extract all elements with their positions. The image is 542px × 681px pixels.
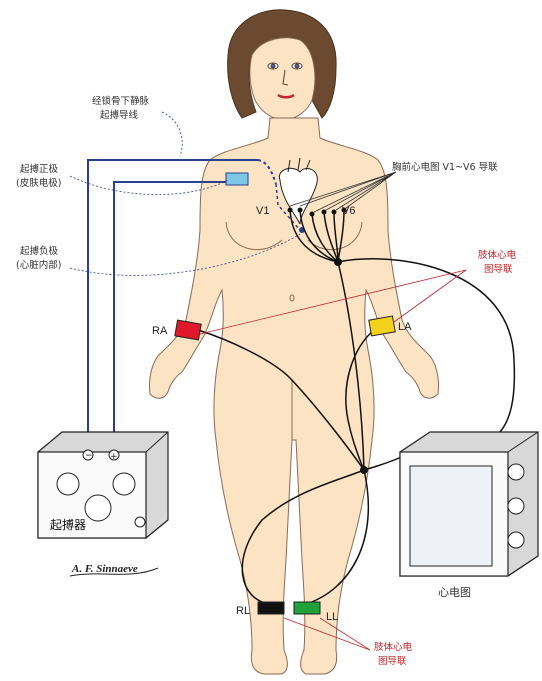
face [250, 38, 315, 120]
limb-leads-label-top-1: 肢体心电 [478, 249, 517, 261]
skin-electrode [226, 173, 248, 185]
ecg-machine [400, 432, 538, 576]
pacemaker-dial-3 [85, 495, 111, 521]
rl-band [258, 602, 284, 614]
limb-leads-label-top-2: 图导联 [484, 264, 513, 275]
chest-leads-label: 胸前心电图 V1~V6 导联 [392, 161, 498, 173]
wire-junction-top [334, 258, 342, 266]
subclavian-label-1: 经锁骨下静脉 [92, 95, 150, 107]
ecg-dial-3 [508, 532, 524, 548]
pacemaker-dial-2 [113, 473, 135, 495]
subclavian-label-2: 起搏导线 [100, 109, 139, 121]
power-icon [135, 517, 145, 527]
ll-band [294, 602, 320, 614]
positive-pole-label-1: 起搏正极 [20, 163, 59, 175]
signature: A. F. Sinnaeve [71, 563, 138, 575]
ecg-paper [410, 466, 492, 566]
human-body [150, 10, 439, 674]
negative-pole-label-1: 起搏负极 [20, 245, 59, 257]
pacemaker-dial-1 [57, 473, 79, 495]
pacemaker-device: − + 起搏器 [38, 432, 168, 538]
negative-pole-label-2: (心脏内部) [16, 259, 61, 271]
ecg-dial-2 [508, 498, 524, 514]
ra-band [175, 320, 201, 340]
v6-label: V6 [342, 205, 355, 217]
ll-label: LL [326, 611, 338, 623]
rl-label: RL [236, 605, 250, 617]
limb-leads-label-bottom-2: 图导联 [378, 656, 407, 667]
pacemaker-label: 起搏器 [50, 518, 86, 532]
la-band [369, 316, 395, 336]
svg-text:+: + [110, 452, 118, 462]
v1-label: V1 [256, 205, 269, 217]
positive-pole-label-2: (皮肤电极) [16, 177, 61, 189]
ra-label: RA [152, 325, 168, 337]
la-label: LA [398, 321, 412, 333]
wire-junction-bottom [360, 466, 368, 474]
svg-text:−: − [85, 451, 93, 461]
limb-leads-label-bottom-1: 肢体心电 [374, 641, 413, 653]
ecg-dial-1 [508, 464, 524, 480]
ecg-machine-label: 心电图 [438, 586, 471, 599]
